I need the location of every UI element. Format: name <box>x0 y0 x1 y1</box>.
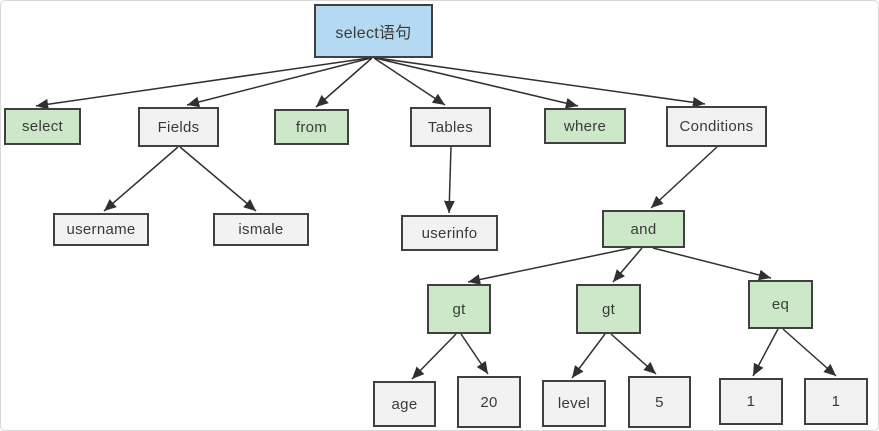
node-label: age <box>391 395 418 413</box>
node-root-select-statement[interactable]: select语句 <box>314 4 433 58</box>
node-label: and <box>630 220 657 238</box>
node-fields[interactable]: Fields <box>138 107 219 147</box>
node-label: select语句 <box>335 25 412 42</box>
node-label: gt <box>452 300 466 318</box>
node-label: userinfo <box>421 224 478 242</box>
edge-eq-1-right <box>782 328 837 377</box>
edge-and-gt2 <box>612 247 643 283</box>
node-label: where <box>563 117 607 135</box>
edge-gt2-level <box>571 333 606 379</box>
node-20[interactable]: 20 <box>457 376 521 428</box>
node-label: level <box>557 395 591 412</box>
node-ismale[interactable]: ismale <box>213 213 309 246</box>
node-userinfo[interactable]: userinfo <box>401 215 498 251</box>
node-label: username <box>66 221 136 238</box>
edge-gt1-20 <box>460 333 489 375</box>
edge-root-where <box>374 57 579 109</box>
edge-and-eq <box>652 247 772 281</box>
edge-tables-userinfo <box>443 146 455 214</box>
node-label: from <box>295 118 328 136</box>
node-from[interactable]: from <box>274 109 349 145</box>
node-conditions[interactable]: Conditions <box>666 106 767 147</box>
node-label: Tables <box>427 118 474 136</box>
edge-gt2-5 <box>610 333 657 375</box>
node-eq[interactable]: eq <box>748 280 813 329</box>
node-gt-1[interactable]: gt <box>427 284 491 334</box>
edge-root-fields <box>186 57 372 108</box>
node-username[interactable]: username <box>53 213 149 246</box>
node-label: 5 <box>655 393 664 411</box>
node-5[interactable]: 5 <box>628 376 691 428</box>
node-gt-2[interactable]: gt <box>576 284 641 334</box>
node-tables[interactable]: Tables <box>410 107 491 147</box>
node-label: 1 <box>746 393 756 410</box>
node-age[interactable]: age <box>373 381 436 427</box>
node-label: gt <box>601 300 616 318</box>
node-level[interactable]: level <box>542 380 606 427</box>
edge-fields-ismale <box>179 146 257 212</box>
node-1-left[interactable]: 1 <box>719 378 783 425</box>
node-label: Conditions <box>679 118 754 135</box>
edge-root-select <box>35 57 370 110</box>
edge-gt1-age <box>411 333 457 380</box>
node-and[interactable]: and <box>602 210 685 248</box>
edge-root-from <box>315 57 373 108</box>
node-select[interactable]: select <box>4 108 81 145</box>
node-where[interactable]: where <box>544 108 626 144</box>
edge-root-tables <box>373 57 446 106</box>
node-label: ismale <box>238 221 284 238</box>
node-label: Fields <box>157 118 200 136</box>
node-label: select <box>22 118 63 135</box>
node-label: 1 <box>831 393 841 410</box>
node-label: eq <box>771 296 790 313</box>
node-1-right[interactable]: 1 <box>804 378 868 425</box>
edge-fields-username <box>103 146 179 212</box>
edge-root-conditions <box>376 57 706 108</box>
edge-and-gt1 <box>467 247 632 285</box>
edge-eq-1-left <box>752 328 779 377</box>
edge-conditions-and <box>650 146 718 209</box>
node-label: 20 <box>480 393 498 411</box>
